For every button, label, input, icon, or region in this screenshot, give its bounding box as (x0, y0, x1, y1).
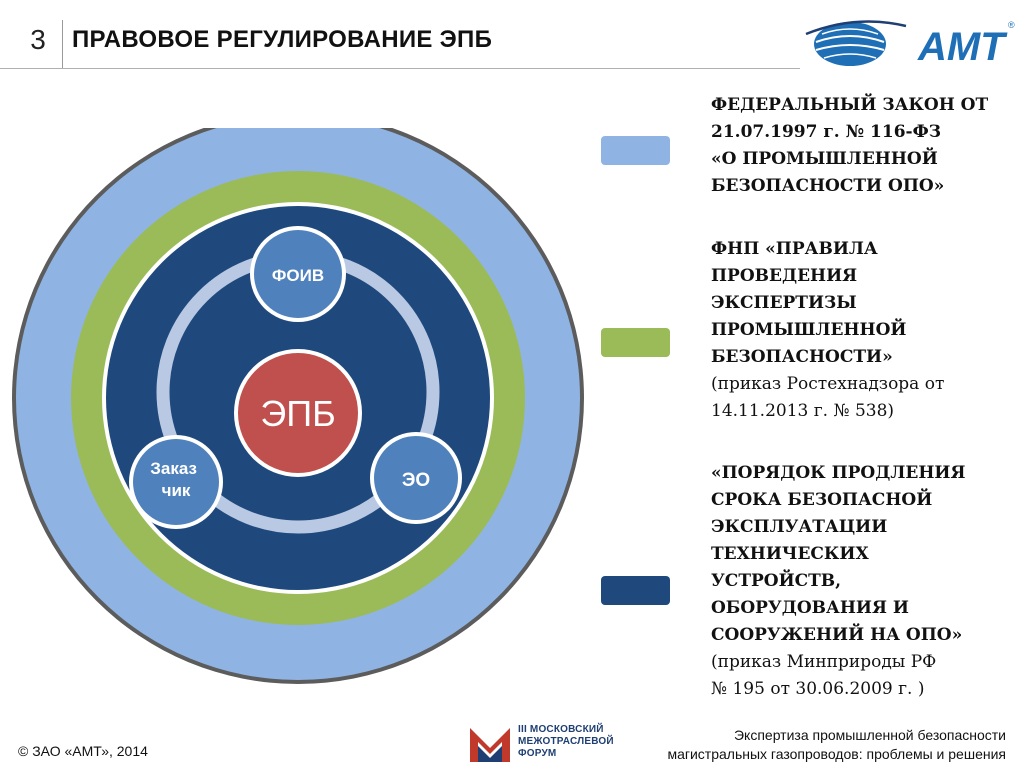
node-eo-label: ЭО (402, 470, 430, 491)
forum-logo-mark (470, 728, 510, 762)
node-customer (133, 439, 219, 525)
node-customer-label: Заказ чик (150, 459, 201, 500)
forum-logo-letter: М (490, 764, 491, 766)
forum-logo: М (470, 728, 510, 766)
legend-text-fnp-rules-source: (приказ Ростехнадзора от 14.11.2013 г. №… (711, 374, 945, 421)
logo-text: АМТ (917, 25, 1008, 69)
node-customer-label-line2: чик (162, 481, 191, 500)
legend-text-extension-order-source: (приказ Минприроды РФ № 195 от 30.06.200… (711, 652, 937, 699)
node-customer-label-line1: Заказ (150, 459, 197, 478)
center-label: ЭПБ (260, 393, 335, 434)
header-divider (62, 20, 63, 68)
legend-text-federal-law: ФЕДЕРАЛЬНЫЙ ЗАКОН ОТ 21.07.1997 г. № 116… (711, 92, 1011, 200)
legend-swatch-inner-disc (601, 576, 670, 605)
logo-registered: ® (1008, 20, 1015, 30)
amt-logo: АМТ ® (805, 20, 1015, 69)
forum-name: III МОСКОВСКИЙ МЕЖОТРАСЛЕВОЙ ФОРУМ (518, 724, 614, 759)
legend-text-extension-order-title: «ПОРЯДОК ПРОДЛЕНИЯ СРОКА БЕЗОПАСНОЙ ЭКСП… (711, 463, 966, 645)
logo-orbit (805, 20, 907, 36)
header-line (0, 68, 800, 69)
legend-text-fnp-rules: ФНП «ПРАВИЛА ПРОВЕДЕНИЯ ЭКСПЕРТИЗЫ ПРОМЫ… (711, 236, 1011, 425)
center-node (238, 353, 358, 473)
node-eo (374, 436, 458, 520)
legend-text-fnp-rules-title: ФНП «ПРАВИЛА ПРОВЕДЕНИЯ ЭКСПЕРТИЗЫ ПРОМЫ… (711, 239, 907, 367)
legend-swatch-middle-ring (601, 328, 670, 357)
slide-number: 3 (30, 24, 46, 55)
node-foiv-label: ФОИВ (272, 266, 324, 285)
footer-subtitle: Экспертиза промышленной безопасности маг… (667, 727, 1006, 762)
legend-text-federal-law-title: ФЕДЕРАЛЬНЫЙ ЗАКОН ОТ 21.07.1997 г. № 116… (711, 95, 989, 196)
legend-swatch-outer-ring (601, 136, 670, 165)
node-foiv (254, 230, 342, 318)
copyright: © ЗАО «АМТ», 2014 (18, 743, 148, 759)
epb-diagram: ЭПБ ФОИВ Заказ чик ЭО (12, 128, 584, 684)
page-title: ПРАВОВОЕ РЕГУЛИРОВАНИЕ ЭПБ (72, 26, 493, 53)
legend-text-extension-order: «ПОРЯДОК ПРОДЛЕНИЯ СРОКА БЕЗОПАСНОЙ ЭКСП… (711, 460, 1011, 703)
